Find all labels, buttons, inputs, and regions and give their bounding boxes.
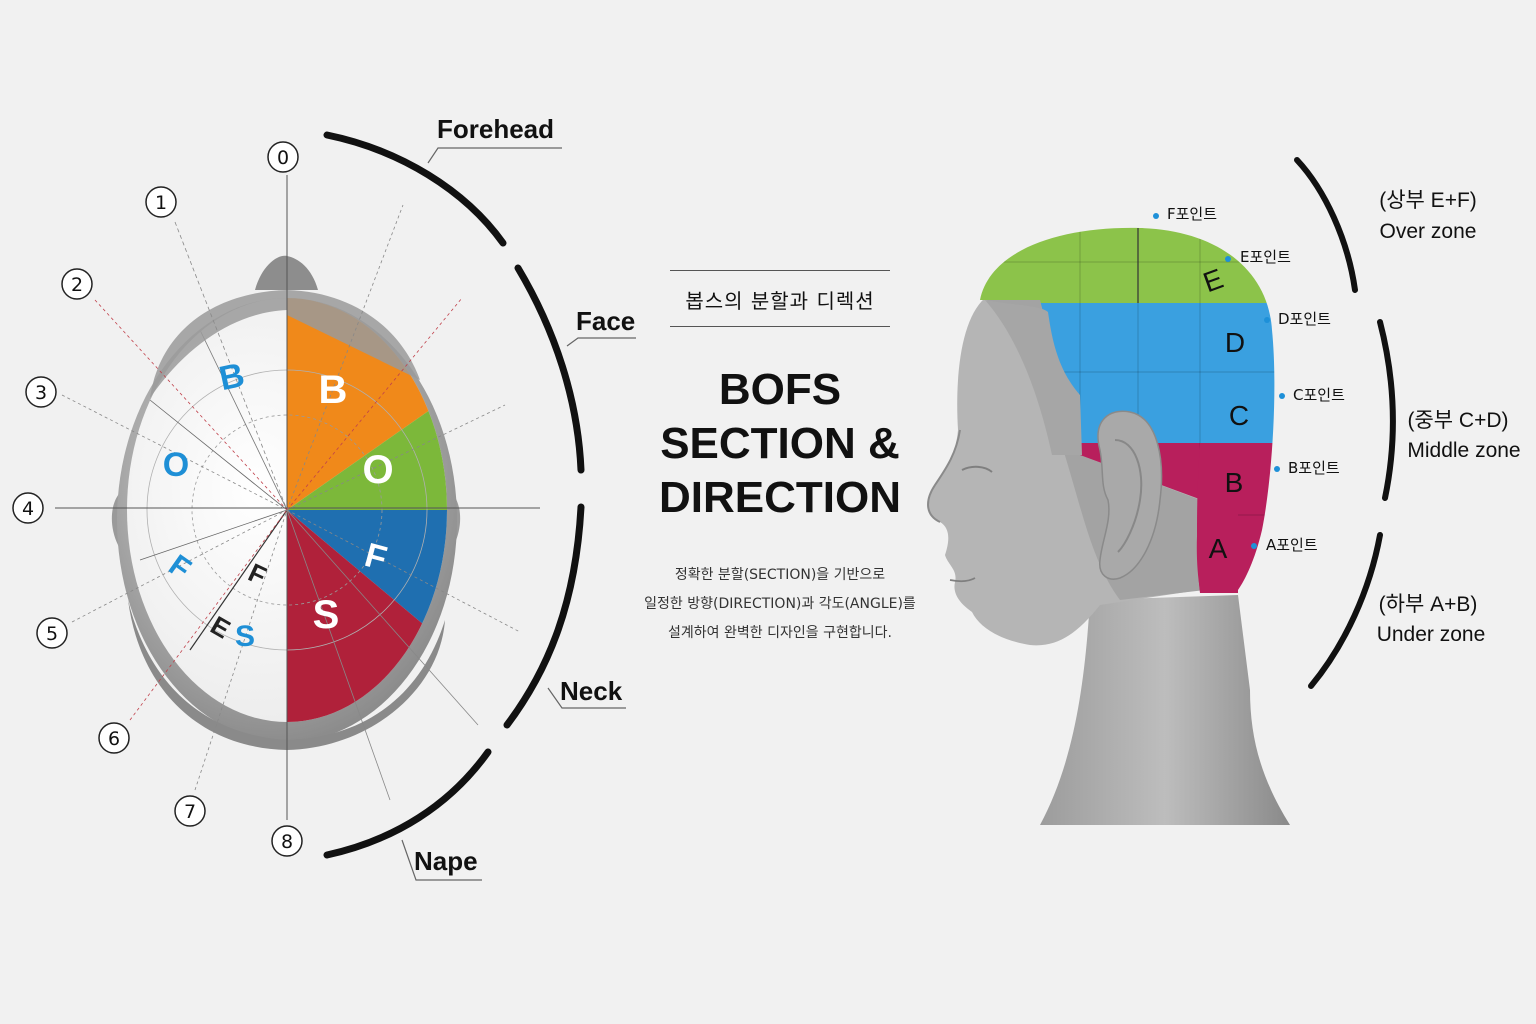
letter-b-orange: B bbox=[319, 368, 348, 412]
side-point-labels: F포인트 E포인트 D포인트 C포인트 B포인트 A포인트 bbox=[1153, 205, 1345, 554]
subtitle-rule-top bbox=[670, 270, 890, 271]
sector-blue bbox=[287, 510, 447, 678]
direction-marker-1: 1 bbox=[145, 186, 177, 218]
arc-under-zone bbox=[1308, 532, 1383, 689]
center-title-block: 봅스의 분할과 디렉션 BOFS SECTION & DIRECTION 정확한… bbox=[640, 270, 920, 648]
direction-marker-2: 2 bbox=[61, 268, 93, 300]
direction-marker-6: 6 bbox=[98, 722, 130, 754]
letter-s-red: S bbox=[313, 593, 340, 637]
direction-marker-0: 0 bbox=[267, 141, 299, 173]
svg-text:3: 3 bbox=[35, 382, 47, 404]
description-line-3: 설계하여 완벽한 디자인을 구현합니다. bbox=[668, 625, 892, 641]
svg-text:7: 7 bbox=[184, 801, 196, 823]
zone-over-korean: (상부 E+F) bbox=[1379, 189, 1477, 212]
label-face: Face bbox=[576, 306, 635, 336]
direction-markers: 0 1 2 3 4 5 6 7 8 bbox=[12, 141, 303, 857]
arc-labels: Forehead Face Neck Nape bbox=[414, 114, 635, 876]
zone-letter-c: C bbox=[1229, 400, 1249, 431]
side-eye bbox=[961, 465, 993, 473]
arc-forehead bbox=[323, 131, 507, 247]
svg-text:0: 0 bbox=[277, 147, 289, 169]
subtitle-rule-bottom bbox=[670, 326, 890, 327]
zone-under-korean: (하부 A+B) bbox=[1379, 593, 1478, 616]
side-mouth bbox=[949, 577, 976, 583]
point-d: D포인트 bbox=[1278, 310, 1331, 328]
point-f: F포인트 bbox=[1167, 205, 1217, 223]
direction-marker-8: 8 bbox=[271, 825, 303, 857]
side-zone-letters: E D C B A bbox=[1199, 263, 1249, 564]
svg-text:5: 5 bbox=[46, 623, 58, 645]
svg-text:8: 8 bbox=[281, 831, 293, 853]
zone-middle-korean: (중부 C+D) bbox=[1407, 409, 1508, 432]
label-forehead: Forehead bbox=[437, 114, 554, 144]
side-neck bbox=[1040, 595, 1290, 825]
zone-letter-d: D bbox=[1225, 327, 1245, 358]
title-line-2: SECTION & bbox=[660, 419, 900, 468]
svg-text:6: 6 bbox=[108, 728, 120, 750]
arc-over-zone bbox=[1294, 157, 1358, 293]
direction-guides bbox=[55, 175, 540, 820]
title-line-3: DIRECTION bbox=[659, 473, 901, 522]
letter-s-outline: S bbox=[235, 620, 255, 653]
arc-nape bbox=[323, 748, 492, 859]
svg-text:2: 2 bbox=[71, 274, 83, 296]
arc-neck bbox=[503, 503, 585, 729]
subtitle: 봅스의 분할과 디렉션 bbox=[685, 289, 875, 313]
point-b: B포인트 bbox=[1288, 459, 1340, 477]
arc-face bbox=[514, 264, 585, 474]
title-line-1: BOFS bbox=[718, 365, 842, 414]
zone-letter-a: A bbox=[1209, 533, 1228, 564]
zone-over-english: Over zone bbox=[1380, 220, 1477, 243]
arc-label-leaders bbox=[401, 147, 636, 881]
side-view-head bbox=[927, 227, 1290, 825]
letter-o-green: O bbox=[362, 448, 393, 492]
point-e: E포인트 bbox=[1240, 248, 1291, 266]
side-zone-arcs bbox=[1294, 157, 1396, 689]
point-a: A포인트 bbox=[1266, 536, 1318, 554]
top-cap bbox=[150, 290, 420, 398]
description-line-1: 정확한 분할(SECTION)을 기반으로 bbox=[674, 567, 886, 583]
side-zone-labels: (상부 E+F) Over zone (중부 C+D) Middle zone … bbox=[1377, 189, 1521, 646]
direction-marker-5: 5 bbox=[36, 617, 68, 649]
side-temple bbox=[985, 300, 1082, 455]
label-nape: Nape bbox=[414, 846, 478, 876]
direction-marker-7: 7 bbox=[174, 795, 206, 827]
direction-marker-4: 4 bbox=[12, 492, 44, 524]
sector-green bbox=[287, 360, 447, 510]
zone-arcs bbox=[323, 131, 585, 859]
label-neck: Neck bbox=[560, 676, 623, 706]
letter-o-blue: O bbox=[163, 446, 189, 484]
arc-middle-zone bbox=[1377, 319, 1396, 501]
description-line-2: 일정한 방향(DIRECTION)과 각도(ANGLE)를 bbox=[644, 596, 916, 612]
top-view-head bbox=[111, 255, 461, 750]
svg-text:1: 1 bbox=[155, 192, 167, 214]
direction-marker-3: 3 bbox=[25, 376, 57, 408]
point-c: C포인트 bbox=[1293, 386, 1345, 404]
side-ear bbox=[1097, 410, 1163, 580]
svg-text:4: 4 bbox=[22, 498, 34, 520]
main-title: BOFS SECTION & DIRECTION bbox=[640, 363, 920, 525]
zone-middle-english: Middle zone bbox=[1407, 439, 1520, 462]
description: 정확한 분할(SECTION)을 기반으로 일정한 방향(DIRECTION)과… bbox=[640, 561, 920, 648]
zone-letter-b: B bbox=[1225, 467, 1244, 498]
zone-under-english: Under zone bbox=[1377, 623, 1486, 646]
